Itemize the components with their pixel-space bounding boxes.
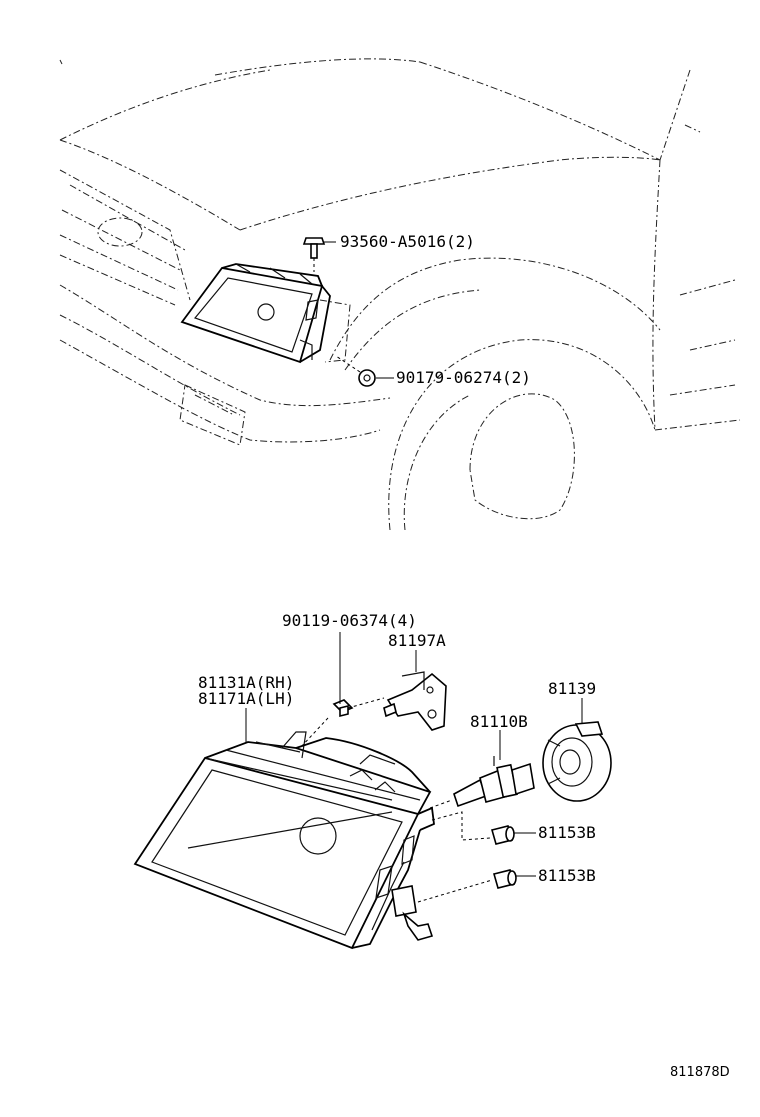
headlamp-on-vehicle (180, 263, 331, 364)
vehicle-outline (59, 58, 741, 531)
socket-upper-icon (491, 825, 515, 845)
callout-nut: 90179-06274(2) (396, 368, 531, 387)
bolt-icon (302, 237, 326, 259)
callout-screw: 90119-06374(4) (282, 611, 417, 630)
nut-icon (358, 369, 376, 387)
callout-cover: 81139 (548, 679, 596, 698)
callout-bracket: 81197A (388, 631, 446, 650)
cover-icon (542, 721, 612, 802)
figure-code: 811878D (670, 1065, 730, 1080)
callout-socket-upper: 81153B (538, 823, 596, 842)
screw-icon (332, 699, 354, 718)
bracket-icon (383, 671, 447, 731)
callout-bulb: 81110B (470, 712, 528, 731)
socket-lower-icon (493, 869, 517, 889)
callout-socket-lower: 81153B (538, 866, 596, 885)
callout-headlamp-rh: 81131A(RH) (198, 673, 294, 692)
callout-headlamp-lh: 81171A(LH) (198, 689, 294, 708)
callout-bolt-top: 93560-A5016(2) (340, 232, 475, 251)
headlamp-assembly (133, 731, 435, 950)
bulb-icon (453, 756, 535, 808)
